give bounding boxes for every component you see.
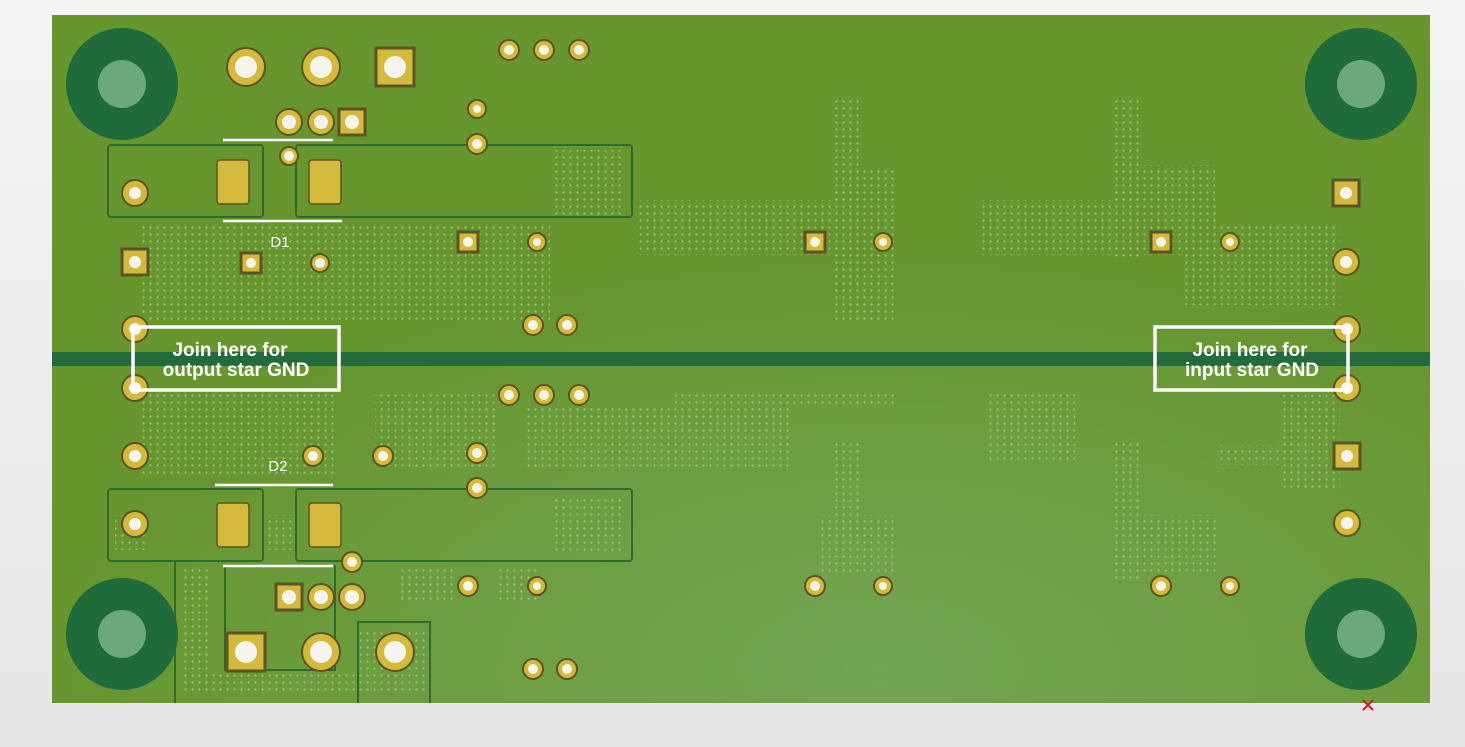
drill-hole — [504, 390, 514, 400]
input-gnd-label: Join here for input star GND — [1153, 325, 1350, 392]
drill-hole — [1156, 237, 1166, 247]
mounting-hole-bottom-right — [1305, 578, 1417, 690]
output-gnd-label: Join here for output star GND — [131, 325, 341, 392]
drill-hole — [1340, 256, 1352, 268]
drill-hole — [308, 451, 318, 461]
drill-hole — [1156, 581, 1166, 591]
drill-hole — [315, 258, 325, 268]
output-gnd-label-line2: output star GND — [163, 360, 310, 381]
square-pad — [274, 582, 304, 612]
drill-hole — [879, 582, 887, 590]
drill-hole — [235, 56, 257, 78]
drill-hole — [384, 641, 406, 663]
drill-hole — [129, 450, 141, 462]
drill-hole — [472, 483, 482, 493]
drill-hole — [129, 323, 141, 335]
drill-hole — [378, 451, 388, 461]
drill-hole — [129, 187, 141, 199]
drill-hole — [472, 139, 482, 149]
designator-d1: D1 — [270, 234, 289, 251]
drill-hole — [1226, 238, 1234, 246]
drill-hole — [310, 56, 332, 78]
drill-hole — [574, 390, 584, 400]
drill-hole — [574, 45, 584, 55]
drill-hole — [129, 382, 141, 394]
drill-hole — [345, 590, 359, 604]
drill-hole — [314, 590, 328, 604]
drill-hole — [533, 238, 541, 246]
drill-hole — [246, 258, 256, 268]
drill-hole — [562, 320, 572, 330]
drill-hole — [533, 582, 541, 590]
drill-hole — [284, 151, 294, 161]
drill-hole — [282, 115, 296, 129]
drill-hole — [129, 518, 141, 530]
drill-hole — [384, 56, 406, 78]
drill-hole — [314, 115, 328, 129]
drill-hole — [345, 115, 359, 129]
drill-hole — [347, 557, 357, 567]
drill-hole — [879, 238, 887, 246]
drill-hole — [504, 45, 514, 55]
drill-hole — [282, 590, 296, 604]
input-gnd-label-line1: Join here for — [1192, 340, 1308, 361]
copper-pours — [107, 144, 633, 703]
designator-d2: D2 — [268, 458, 287, 475]
silkscreen-lines — [215, 138, 342, 568]
via-fields — [115, 100, 1340, 695]
drill-hole — [463, 237, 473, 247]
mounting-hole-top-right — [1305, 28, 1417, 140]
drill-hole — [473, 105, 481, 113]
drill-hole — [310, 641, 332, 663]
drill-hole — [1340, 187, 1352, 199]
diode-pads — [216, 159, 342, 548]
drill-hole — [1341, 517, 1353, 529]
drill-hole — [235, 641, 257, 663]
mounting-holes — [66, 28, 1417, 690]
drill-hole — [1341, 450, 1353, 462]
drill-hole — [528, 664, 538, 674]
through-hole-pads — [120, 39, 1362, 680]
drill-hole — [528, 320, 538, 330]
drill-hole — [539, 45, 549, 55]
ground-split-trace — [52, 352, 1430, 366]
drill-hole — [539, 390, 549, 400]
drill-hole — [472, 448, 482, 458]
square-pad — [120, 247, 150, 277]
drill-hole — [463, 581, 473, 591]
mounting-hole-top-left — [66, 28, 178, 140]
output-gnd-label-line1: Join here for — [172, 340, 288, 361]
mounting-hole-bottom-left — [66, 578, 178, 690]
origin-marker-icon — [1362, 699, 1374, 711]
input-gnd-label-line2: input star GND — [1185, 360, 1319, 381]
drill-hole — [1226, 582, 1234, 590]
drill-hole — [562, 664, 572, 674]
drill-hole — [129, 256, 141, 268]
drill-hole — [810, 581, 820, 591]
drill-hole — [810, 237, 820, 247]
